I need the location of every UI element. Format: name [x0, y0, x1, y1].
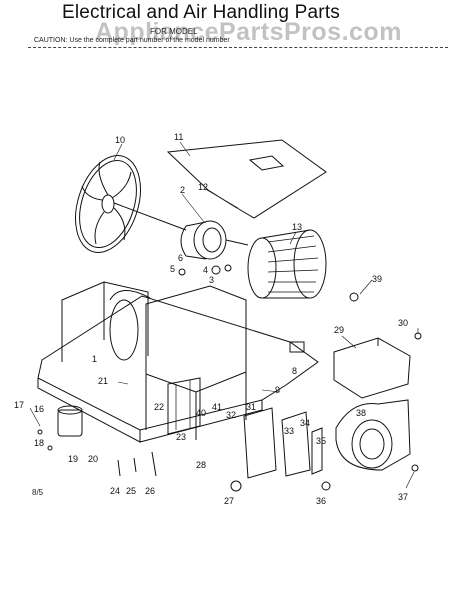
callout-34: 34	[300, 418, 310, 428]
model-line: FOR MODEL	[150, 27, 198, 36]
header-divider	[28, 47, 448, 48]
callout-2: 2	[180, 185, 185, 195]
callout-4: 4	[203, 265, 208, 275]
callout-11: 11	[174, 132, 183, 142]
callout-13: 13	[292, 222, 302, 232]
callout-18: 18	[34, 438, 44, 448]
top-panel-drawing	[166, 139, 327, 219]
callout-8: 8	[292, 366, 297, 376]
callout-16: 16	[34, 404, 44, 414]
part-8-drawing	[289, 341, 305, 353]
callout-36: 36	[316, 496, 326, 506]
callout-17: 17	[14, 400, 24, 410]
callout-32: 32	[226, 410, 236, 420]
chassis-base-drawing	[37, 281, 319, 443]
callout-28: 28	[196, 460, 206, 470]
callout-21: 21	[98, 376, 108, 386]
callout-24: 24	[110, 486, 120, 496]
callout-6: 6	[178, 253, 183, 263]
callout-10: 10	[115, 135, 125, 145]
callout-12: 12	[198, 182, 208, 192]
screw-39-drawing	[349, 292, 359, 302]
page-code: 8/5	[32, 488, 44, 497]
callout-41: 41	[212, 402, 222, 412]
capacitor-drawing	[57, 405, 83, 437]
callout-37: 37	[398, 492, 408, 502]
callout-27: 27	[224, 496, 234, 506]
callout-22: 22	[154, 402, 164, 412]
callout-26: 26	[145, 486, 155, 496]
callout-38: 38	[356, 408, 366, 418]
page-title: Electrical and Air Handling Parts	[62, 2, 341, 23]
fan-motor-drawing	[180, 220, 249, 260]
callout-3: 3	[209, 275, 214, 285]
blower-wheel-drawing	[247, 229, 327, 299]
callout-1: 1	[92, 354, 97, 364]
partition-box-drawing	[109, 285, 247, 440]
callout-33: 33	[284, 426, 294, 436]
callout-25: 25	[126, 486, 136, 496]
caution-note: CAUTION: Use the complete part number of…	[34, 37, 230, 44]
callout-19: 19	[68, 454, 78, 464]
part-27-drawing	[230, 480, 242, 492]
callout-30: 30	[398, 318, 408, 328]
watermark: AppliancePartsPros.com	[95, 18, 402, 46]
callout-35: 35	[316, 436, 326, 446]
callout-5: 5	[170, 264, 175, 274]
callout-31: 31	[246, 402, 256, 412]
callout-39: 39	[372, 274, 382, 284]
callout-9: 9	[275, 385, 280, 395]
fan-blade-drawing	[75, 155, 187, 253]
callout-23: 23	[176, 432, 186, 442]
callout-20: 20	[88, 454, 98, 464]
control-box-drawing	[333, 337, 411, 399]
blower-housing-drawing	[335, 399, 411, 471]
callout-40: 40	[196, 408, 206, 418]
callout-29: 29	[334, 325, 344, 335]
